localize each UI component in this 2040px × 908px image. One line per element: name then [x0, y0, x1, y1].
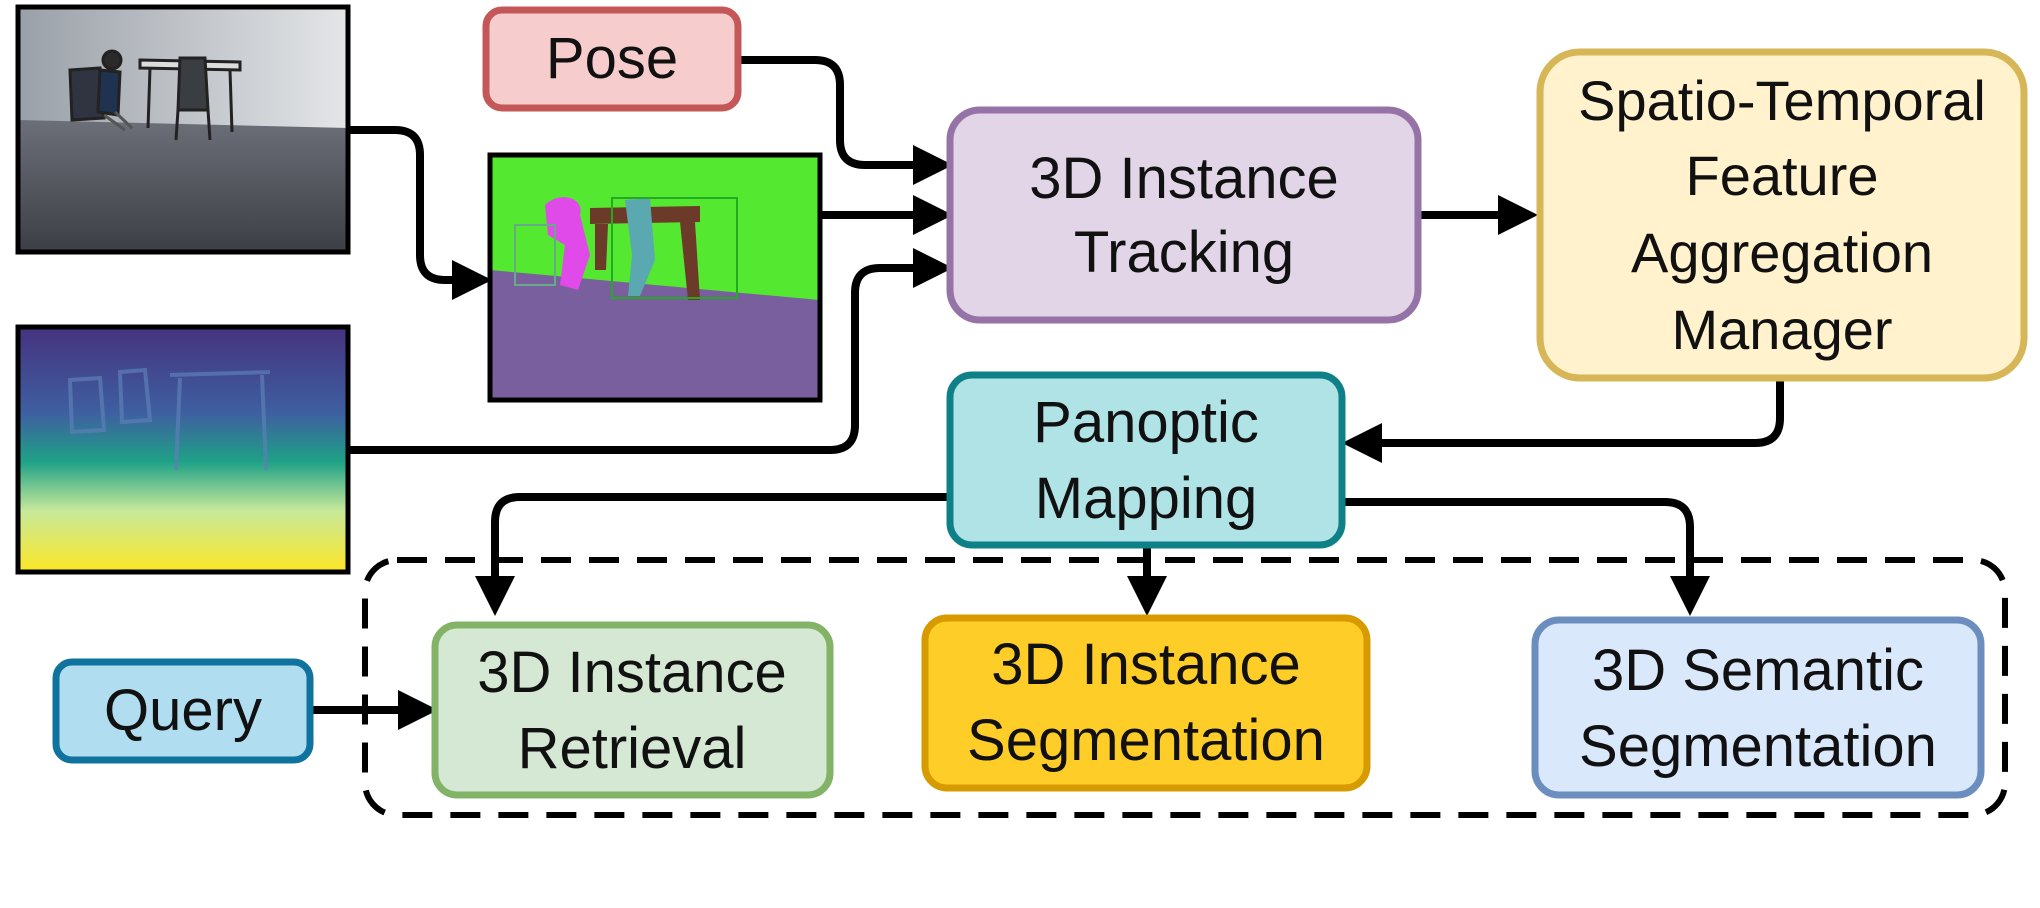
arrow-rgb-to-segmentation	[348, 126, 492, 300]
node-aggregation: Spatio-Temporal Feature Aggregation Mana…	[1536, 48, 2028, 382]
rgb-photo-icon	[68, 49, 242, 141]
depth-map-icon	[67, 367, 271, 471]
node-mapping-line-2: Mapping	[1035, 466, 1257, 531]
connectors	[310, 56, 1784, 730]
arrow-aggregation-to-mapping	[1342, 380, 1784, 463]
node-query: Query	[52, 658, 314, 764]
arrow-pose-to-tracking	[738, 56, 953, 185]
node-aggregation-line-4: Manager	[1671, 298, 1892, 361]
node-aggregation-line-1: Spatio-Temporal	[1578, 69, 1986, 132]
node-tracking: 3D Instance Tracking	[946, 106, 1422, 324]
node-retrieval-line-1: 3D Instance	[477, 640, 787, 705]
node-retrieval-line-2: Retrieval	[518, 716, 747, 781]
node-pose-line-1: Pose	[546, 26, 678, 91]
node-semantic-segmentation-line-1: 3D Semantic	[1592, 638, 1924, 703]
node-tracking-line-1: 3D Instance	[1029, 146, 1339, 211]
segmentation-mask-icon	[514, 197, 738, 300]
rgb-frame-image	[18, 7, 348, 252]
node-query-line-1: Query	[104, 678, 262, 743]
arrow-depth-to-tracking	[348, 248, 953, 454]
node-instance-segmentation: 3D Instance Segmentation	[921, 614, 1371, 792]
node-aggregation-line-2: Feature	[1686, 144, 1879, 207]
arrow-mapping-to-retrieval	[475, 493, 948, 616]
node-tracking-line-2: Tracking	[1074, 220, 1294, 285]
node-instance-segmentation-line-2: Segmentation	[967, 708, 1325, 773]
node-aggregation-line-3: Aggregation	[1631, 221, 1933, 284]
segmentation-frame-image	[490, 155, 820, 400]
node-semantic-segmentation-line-2: Segmentation	[1579, 714, 1937, 779]
arrow-mapping-to-semantic-segmentation	[1345, 498, 1710, 616]
node-mapping-line-1: Panoptic	[1033, 390, 1259, 455]
node-pose: Pose	[482, 6, 742, 112]
outputs-group	[362, 557, 2008, 818]
node-retrieval: 3D Instance Retrieval	[431, 621, 834, 799]
node-instance-segmentation-line-1: 3D Instance	[991, 632, 1301, 697]
depth-frame-image	[18, 327, 348, 572]
node-semantic-segmentation: 3D Semantic Segmentation	[1531, 616, 1985, 799]
node-mapping: Panoptic Mapping	[946, 371, 1346, 549]
